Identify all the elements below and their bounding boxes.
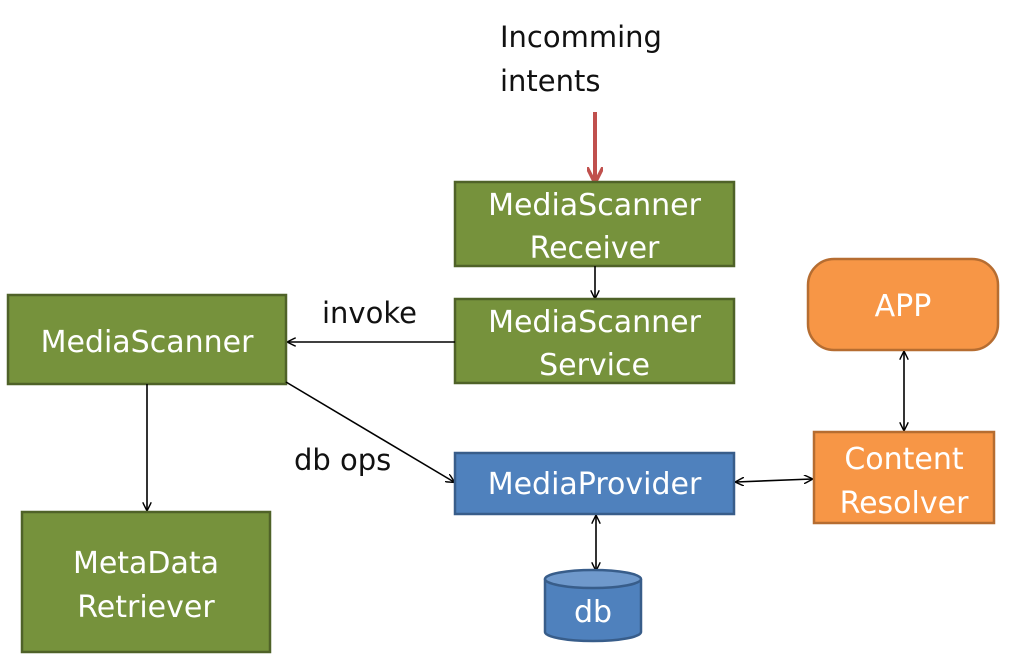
content-resolver-line2: Resolver bbox=[840, 486, 969, 521]
mediascanner-service-line1: MediaScanner bbox=[488, 305, 702, 340]
db-label: db bbox=[574, 595, 612, 630]
db-cylinder-node: db bbox=[543, 568, 643, 643]
provider-resolver-arrow bbox=[736, 479, 812, 482]
content-resolver-node: Content Resolver bbox=[812, 430, 996, 525]
mediascanner-receiver-line2: Receiver bbox=[530, 231, 660, 266]
db-ops-arrow bbox=[285, 381, 454, 482]
metadata-retriever-line1: MetaData bbox=[73, 546, 219, 581]
metadata-retriever-node: MetaData Retriever bbox=[20, 510, 272, 654]
invoke-label: invoke bbox=[322, 296, 417, 330]
app-node: APP bbox=[806, 257, 1000, 352]
mediaprovider-node: MediaProvider bbox=[453, 451, 736, 516]
mediascanner-node: MediaScanner bbox=[6, 293, 288, 386]
db-ops-label: db ops bbox=[294, 443, 391, 477]
mediaprovider-label: MediaProvider bbox=[488, 467, 702, 502]
mediascanner-service-line2: Service bbox=[539, 348, 650, 383]
mediascanner-receiver-line1: MediaScanner bbox=[488, 188, 702, 223]
incoming-intents-label-line2: intents bbox=[500, 64, 601, 98]
mediascanner-receiver-node: MediaScanner Receiver bbox=[453, 180, 736, 268]
mediascanner-label: MediaScanner bbox=[41, 325, 255, 360]
mediascanner-service-node: MediaScanner Service bbox=[453, 297, 736, 385]
content-resolver-line1: Content bbox=[844, 442, 964, 477]
app-label: APP bbox=[875, 289, 932, 324]
incoming-intents-label-line1: Incomming bbox=[500, 20, 662, 54]
metadata-retriever-line2: Retriever bbox=[77, 590, 215, 625]
